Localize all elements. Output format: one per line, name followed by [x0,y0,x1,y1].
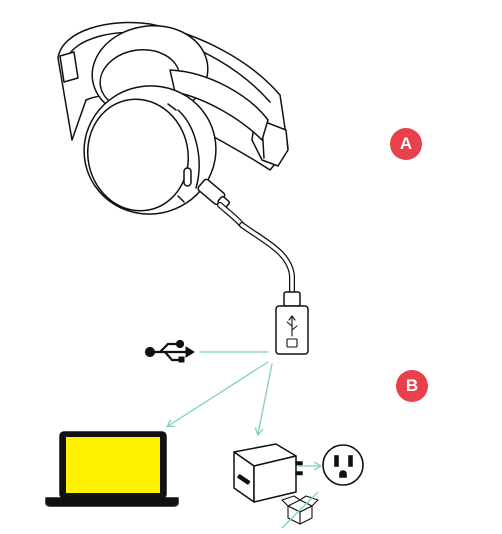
usb-icon [286,315,298,337]
recycle-box-icon [281,491,319,529]
arrow-to-laptop [168,361,269,426]
step-marker-a: A [390,128,422,160]
usb-cable [197,178,309,355]
charging-port [183,167,192,187]
connection-arrows [168,351,320,466]
wall-outlet-icon [322,444,364,486]
laptop [45,431,179,507]
charger-slot [237,474,251,485]
usb-symbol-icon [144,339,195,363]
ear-cup-face [86,98,190,212]
step-marker-b: B [396,370,428,402]
usb-c-connector [197,178,230,209]
headphones [57,21,289,215]
wall-charger [233,443,303,503]
arrow-to-charger [258,363,273,434]
laptop-base [45,497,179,507]
laptop-screen [66,437,160,493]
